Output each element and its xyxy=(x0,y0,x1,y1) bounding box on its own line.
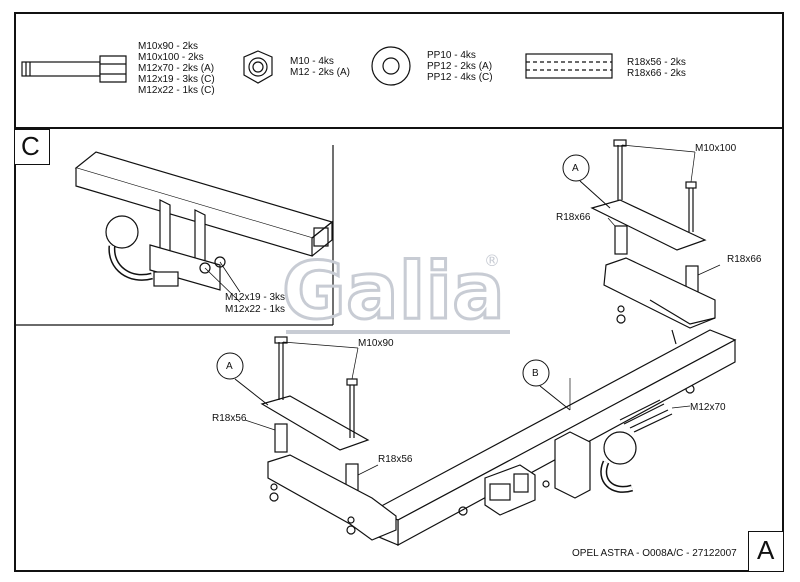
label-m10x90: M10x90 xyxy=(358,338,394,349)
view-label: A xyxy=(757,535,775,565)
detail-c-callout-1: M12x19 - 3ks xyxy=(225,292,286,303)
label-m10x100: M10x100 xyxy=(695,143,737,154)
label-r18x66-right: R18x66 xyxy=(727,254,762,265)
nut-spec-1: M10 - 4ks xyxy=(290,56,334,67)
bolt-spec-3: M12x70 - 2ks (A) xyxy=(138,63,215,74)
bolt-spec-1: M10x90 - 2ks xyxy=(138,41,199,52)
nut-spec-2: M12 - 2ks (A) xyxy=(290,67,351,78)
spacer-tube-icon xyxy=(525,53,613,79)
nut-icon xyxy=(243,50,273,84)
callout-b: B xyxy=(532,368,539,379)
view-label-box xyxy=(748,531,784,572)
bolt-spec-5: M12x22 - 1ks (C) xyxy=(138,85,215,96)
washer-spec-3: PP12 - 4ks (C) xyxy=(427,72,493,83)
detail-c-towball xyxy=(105,199,241,303)
callout-a-left: A xyxy=(226,361,233,372)
right-mounting-plate xyxy=(590,139,721,394)
label-r18x66-left: R18x66 xyxy=(556,212,591,223)
spacer-spec-2: R18x66 - 2ks xyxy=(627,68,686,79)
drawing-frame xyxy=(14,12,784,572)
registered-mark: ® xyxy=(484,251,500,270)
main-towball-assembly xyxy=(458,378,691,516)
detail-c-crossbar xyxy=(74,151,334,257)
spacer-spec-1: R18x56 - 2ks xyxy=(627,57,686,68)
left-mounting-plate xyxy=(244,336,397,541)
bolt-icon xyxy=(21,55,127,83)
drawing-title: OPEL ASTRA - O008A/C - 27122007 xyxy=(572,548,737,559)
detail-c-callout-2: M12x22 - 1ks xyxy=(225,304,286,315)
callout-a-right: A xyxy=(572,163,579,174)
header-divider xyxy=(14,127,784,129)
washer-icon xyxy=(371,46,411,86)
washer-spec-2: PP12 - 2ks (A) xyxy=(427,61,493,72)
washer-spec-1: PP10 - 4ks xyxy=(427,50,476,61)
label-r18x56-left: R18x56 xyxy=(212,413,247,424)
bolt-spec-2: M10x100 - 2ks xyxy=(138,52,204,63)
label-r18x56-right: R18x56 xyxy=(378,454,413,465)
detail-c-label: C xyxy=(21,131,40,161)
label-m12x70: M12x70 xyxy=(690,402,726,413)
bolt-spec-4: M12x19 - 3ks (C) xyxy=(138,74,215,85)
detail-c-border xyxy=(16,145,334,326)
detail-c-label-box xyxy=(14,129,50,165)
watermark-text: Galia xyxy=(282,247,505,337)
